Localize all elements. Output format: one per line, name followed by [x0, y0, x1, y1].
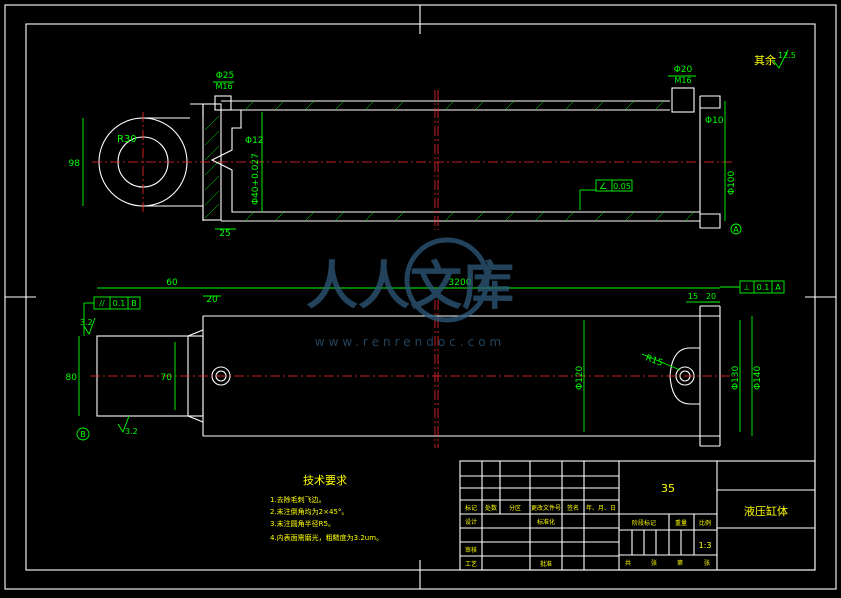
- left-port-boss: [214, 95, 232, 111]
- sheet-label-4: 张: [704, 559, 710, 567]
- dim-20b: 20: [706, 292, 716, 301]
- datum-a-label: A: [733, 225, 739, 234]
- inner-bore-profile: [210, 109, 242, 213]
- dim-m16-right: M16: [674, 76, 691, 85]
- tol-left-symbol: //: [99, 299, 105, 308]
- sheet-label-2: 张: [651, 559, 657, 567]
- hatch-bottom-wall: [244, 211, 695, 222]
- dim-20: 20: [206, 295, 218, 305]
- datum-b-label: B: [80, 430, 86, 439]
- dim-d25-top: Φ25: [216, 71, 235, 81]
- tech-req-title: 技术要求: [303, 474, 347, 487]
- hatch-top-wall: [244, 100, 665, 111]
- roughness-value-2: 3.2: [80, 318, 93, 327]
- tol-right-datum: A: [775, 283, 781, 292]
- dim-d140: Φ140: [753, 365, 763, 390]
- dim-80: 80: [66, 373, 78, 383]
- watermark: 人人文库 www.renrendoc.com: [306, 237, 514, 349]
- dim-d10: Φ10: [705, 116, 724, 126]
- stage-label: 阶段标记: [632, 519, 656, 527]
- dim-98: 98: [69, 159, 81, 169]
- roughness-other-value: 12.5: [778, 51, 796, 60]
- roughness-symbol-1: [117, 415, 130, 434]
- hatch-end-cap: [204, 115, 220, 219]
- dim-d120: Φ120: [575, 365, 585, 390]
- dim-d20-top: Φ20: [674, 65, 693, 75]
- tol-frame-value: 0.05: [613, 182, 631, 191]
- sheet-label-1: 共: [625, 559, 631, 567]
- dim-60: 60: [166, 278, 178, 288]
- title-block-frame: [459, 460, 816, 571]
- row-review: 审核: [465, 546, 477, 554]
- roughness-other-label: 其余: [754, 53, 776, 67]
- datum-b-circle: [76, 427, 90, 441]
- right-end-slot-bottom: [700, 213, 721, 229]
- watermark-logo-text: 人人文库: [306, 257, 514, 317]
- tech-req-item-3: 3.未注圆角半径R5。: [270, 519, 335, 528]
- standardization-label: 标准化: [537, 518, 555, 526]
- tol-right-symbol: ⊥: [744, 283, 751, 292]
- datum-a-circle: [730, 223, 742, 235]
- dim-15: 15: [688, 292, 698, 301]
- part-name: 液压缸体: [744, 504, 788, 518]
- roughness-symbol-other: [772, 49, 789, 69]
- watermark-logo-ring: [404, 237, 490, 323]
- rev-header-5: 签名: [567, 504, 579, 512]
- dim-25: 25: [219, 229, 230, 239]
- tol-left-datum: B: [131, 299, 137, 308]
- weight-label: 重量: [675, 519, 687, 527]
- tech-req-item-1: 1.去除毛刺飞边。: [270, 495, 326, 504]
- rev-header-1: 标记: [465, 504, 477, 512]
- right-port-boss: [671, 87, 695, 113]
- watermark-url: www.renrendoc.com: [315, 335, 505, 349]
- rev-header-4: 更改文件号: [531, 504, 561, 512]
- dim-70: 70: [161, 373, 173, 383]
- roughness-value-1: 3.2: [125, 427, 138, 436]
- title-block: [459, 460, 816, 571]
- tech-req-item-2: 2.未注倒角均为2×45°。: [270, 507, 348, 516]
- tol-frame-symbol: ∠: [599, 182, 607, 192]
- dim-d100: Φ100: [727, 170, 737, 195]
- dim-d130: Φ130: [731, 365, 741, 390]
- dim-m16-left: M16: [215, 82, 232, 91]
- top-section-view: [82, 75, 742, 235]
- roughness-symbol-2: [83, 317, 96, 336]
- material-value: 35: [661, 482, 675, 495]
- rev-header-3: 分区: [509, 504, 521, 512]
- tol-frame-top: [595, 179, 633, 192]
- dim-d12: Φ12: [245, 136, 264, 146]
- dim-r30: R30: [117, 134, 137, 145]
- tech-req-item-4: 4.内表面需磨光，粗糙度为3.2um。: [270, 533, 383, 542]
- front-view: [76, 280, 785, 448]
- dim-line-r15: [641, 353, 681, 371]
- scale-label: 比例: [699, 519, 711, 527]
- dim-tolerance: Φ40+0.027: [251, 153, 261, 205]
- row-process: 工艺: [465, 560, 477, 568]
- approve-label: 批准: [540, 560, 552, 568]
- right-end-slot-top: [700, 95, 721, 109]
- rev-header-2: 处数: [485, 504, 497, 512]
- dim-r15: R15: [644, 353, 664, 368]
- sheet-label-3: 第: [677, 559, 683, 567]
- row-design: 设计: [465, 518, 477, 526]
- dim-3200: 3200: [449, 278, 472, 288]
- tol-left-value: 0.1: [113, 299, 126, 308]
- scale-value: 1:3: [699, 541, 712, 550]
- rev-header-6: 年、月、日: [586, 504, 616, 512]
- ear-neck: [190, 103, 204, 221]
- tol-right-value: 0.1: [757, 283, 770, 292]
